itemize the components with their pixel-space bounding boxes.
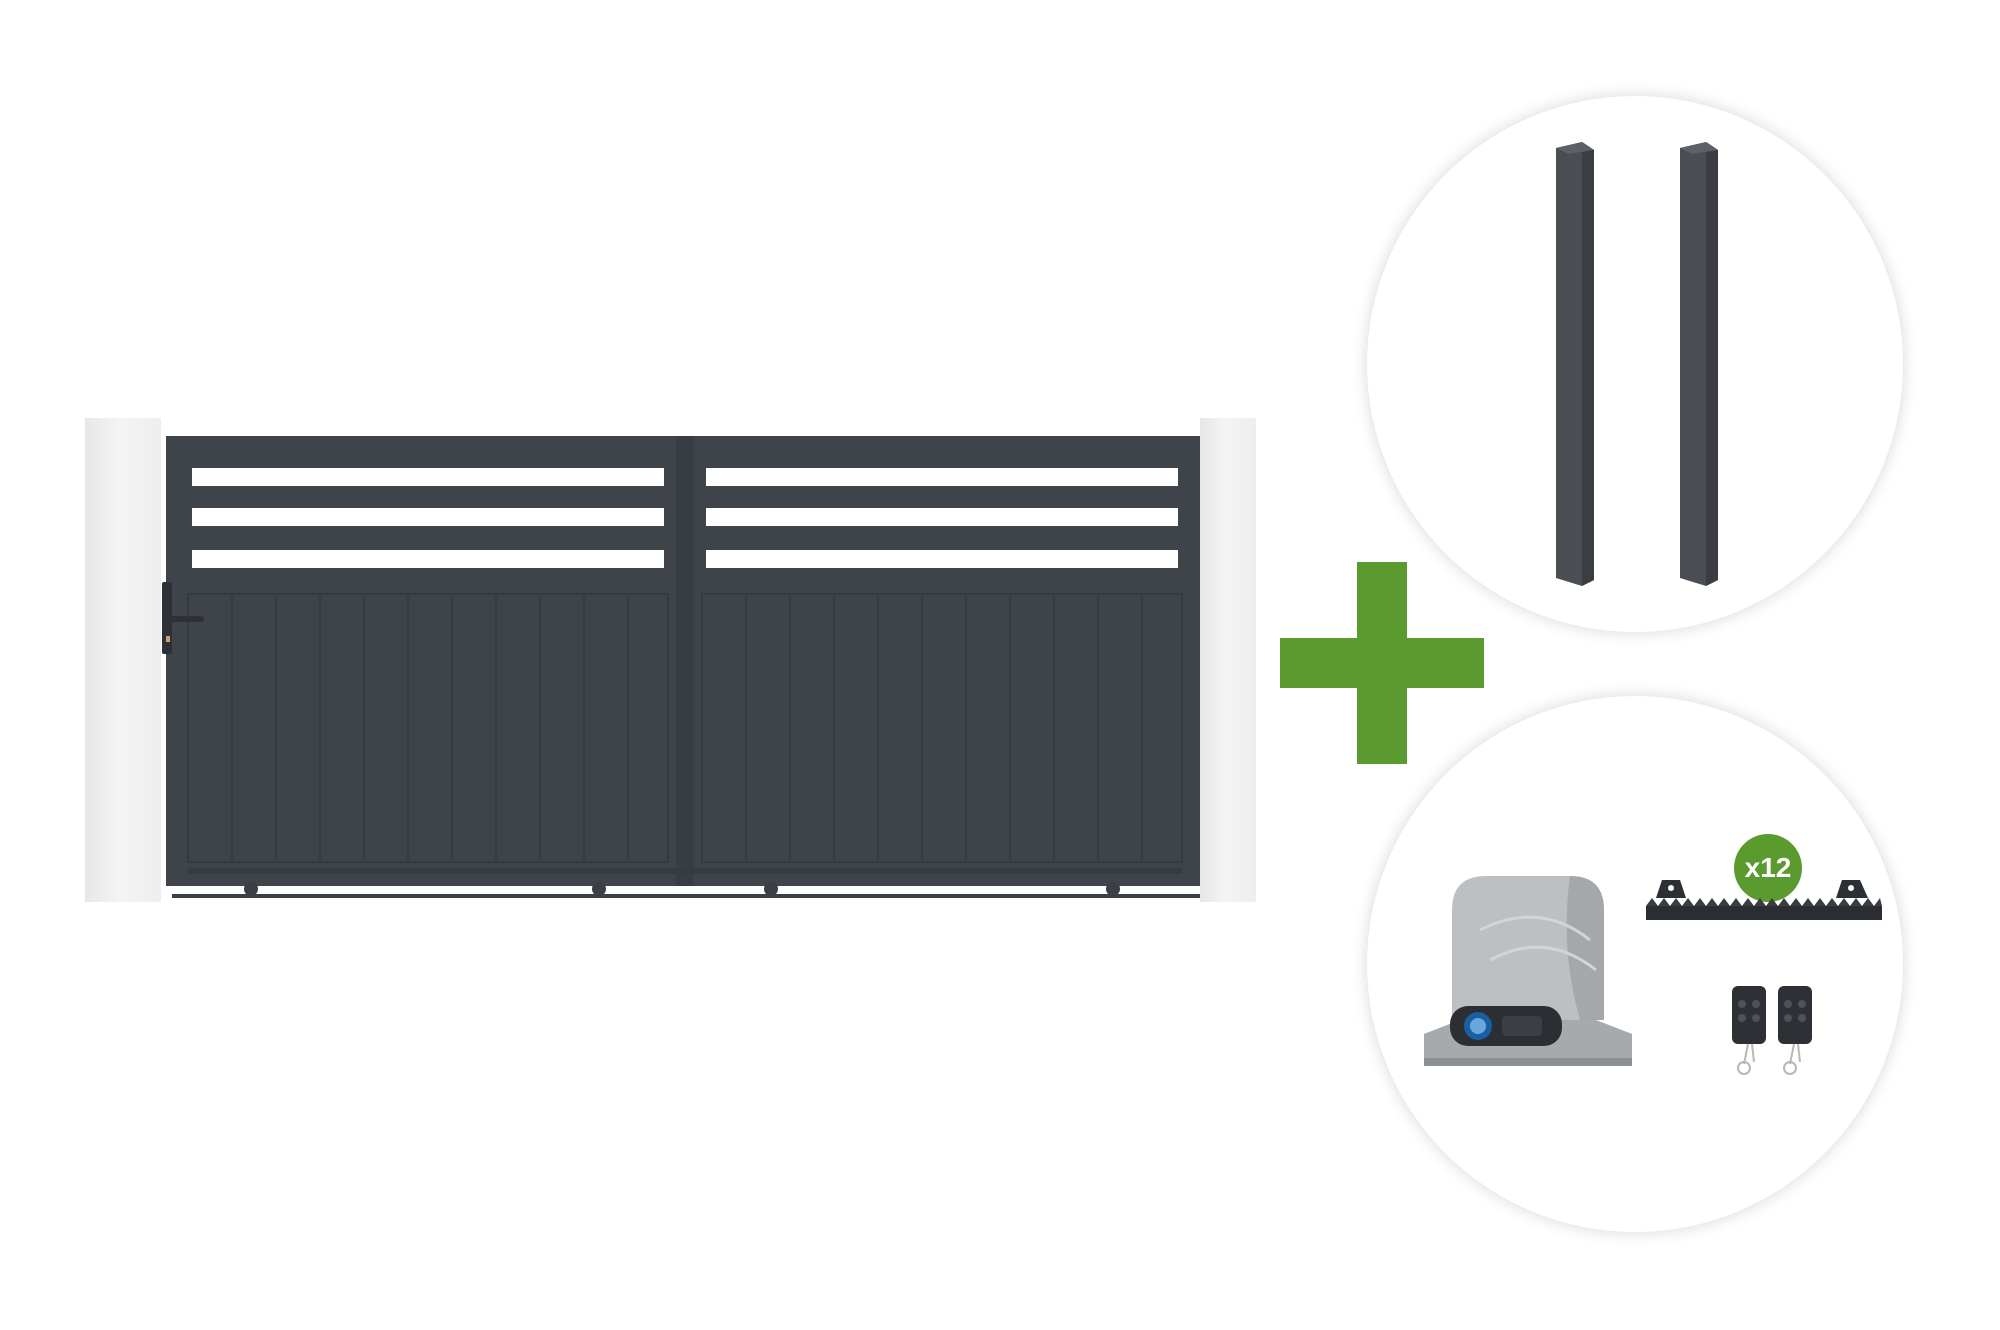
left-pillar xyxy=(85,418,161,902)
gate-motor xyxy=(1424,876,1632,1066)
gear-rack xyxy=(1646,880,1882,920)
remote-control xyxy=(1778,986,1812,1075)
gate-wheel xyxy=(244,882,258,896)
gate-wheel xyxy=(764,882,778,896)
gate-wheel xyxy=(592,882,606,896)
gate-post xyxy=(1680,142,1718,586)
sliding-gate xyxy=(166,436,1200,886)
gate-post xyxy=(1556,142,1594,586)
gate-handle-lever xyxy=(168,616,204,622)
ground-rail xyxy=(172,894,1200,898)
gate-wheel xyxy=(1106,882,1120,896)
gate-handle xyxy=(162,582,172,654)
posts-circle xyxy=(1367,96,1903,632)
remote-control xyxy=(1732,986,1766,1075)
gate-lock xyxy=(166,636,170,642)
right-pillar xyxy=(1200,418,1256,902)
quantity-badge: x12 xyxy=(1734,834,1802,902)
plus-icon xyxy=(1280,638,1484,688)
